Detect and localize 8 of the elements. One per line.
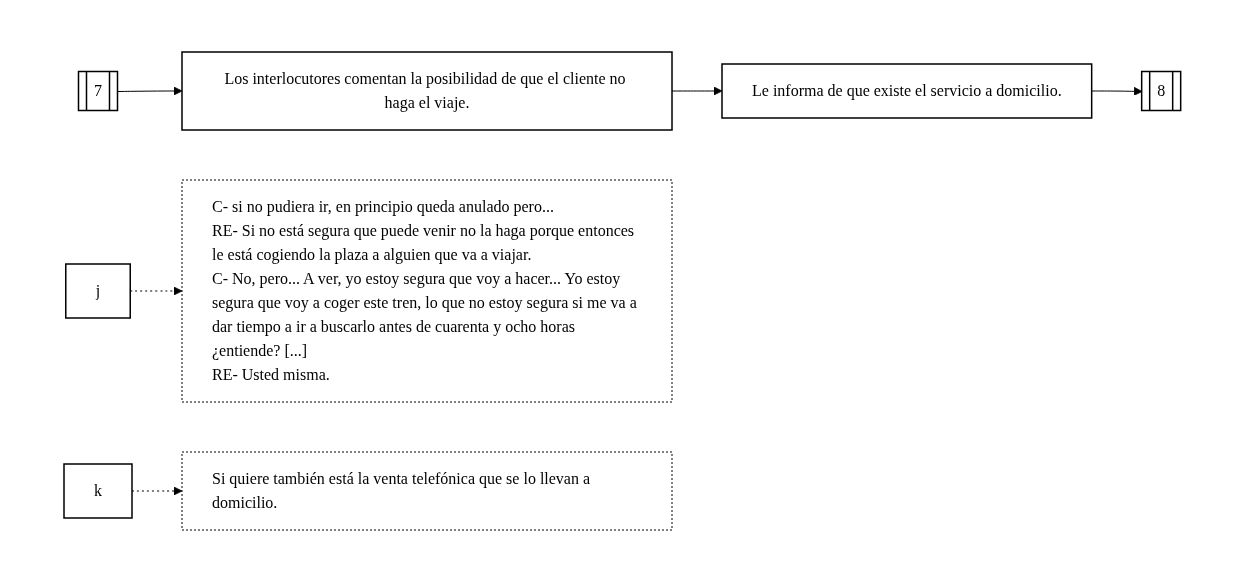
node-box: Los interlocutores comentan la posibilidad de que el cliente no haga el viaje. bbox=[181, 50, 673, 131]
node-box: j bbox=[65, 262, 132, 319]
node-box: Le informa de que existe el servicio a domicilio. bbox=[721, 62, 1093, 119]
node-box: k bbox=[63, 462, 133, 519]
node-box: C- si no pudiera ir, en principio queda anulado pero... RE- Si no está segura que puede venir no la haga porque entonces le está cogiendo la plaza a alguien que va a viajar. C- No, pero... A ver, yo estoy segura que voy a hacer... Yo estoy segura que voy a coger este tren, lo que no estoy segura si me va a dar tiempo a ir a buscarlo antes de cuarenta y ocho horas ¿entiende? [...] RE- Usted misma. bbox=[181, 179, 673, 402]
node-box: Si quiere también está la venta telefónica que se lo llevan a domicilio. bbox=[181, 451, 673, 530]
arrow bbox=[117, 86, 183, 95]
arrow bbox=[1091, 86, 1143, 96]
